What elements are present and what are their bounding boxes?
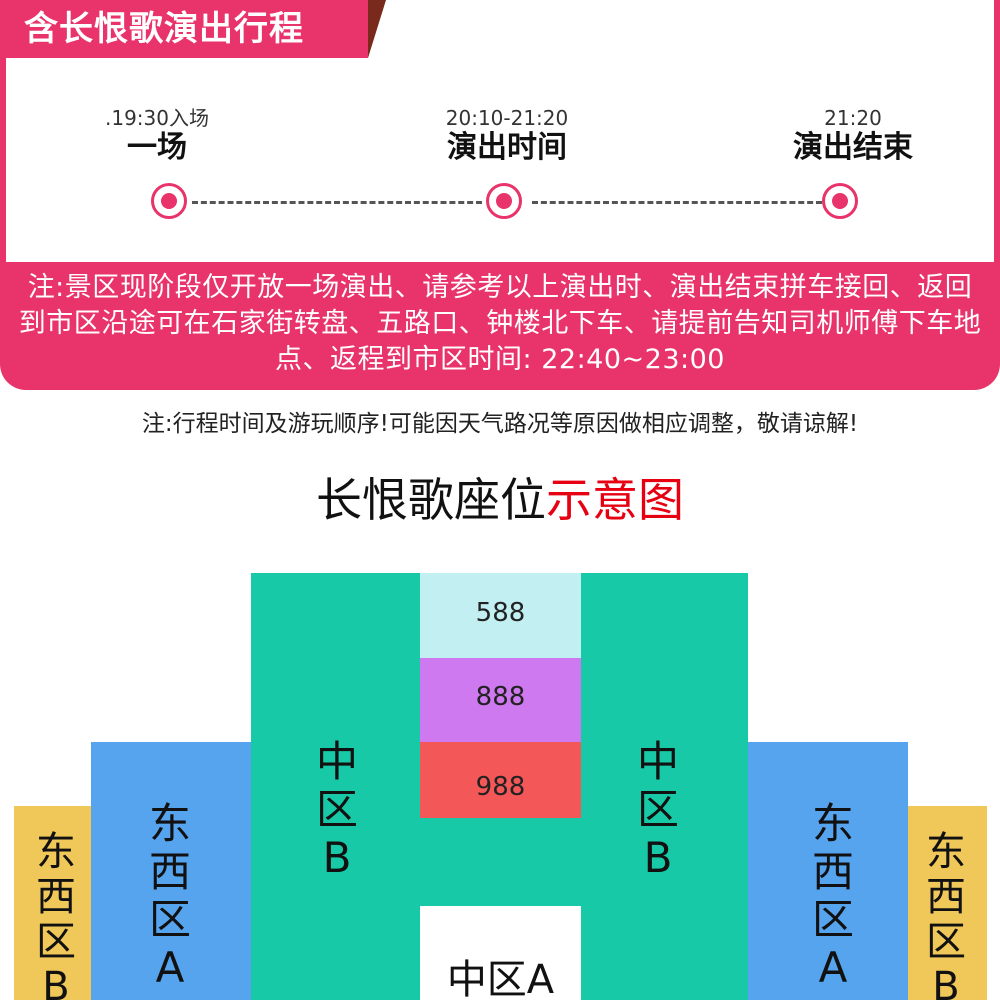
step-time: 20:10-21:20 xyxy=(445,106,569,130)
timeline-dot-icon xyxy=(822,183,858,219)
zone-east-west-a-left xyxy=(91,742,251,1000)
zone-center-a xyxy=(420,906,581,1000)
seat-map-title-main: 长恨歌座位 xyxy=(316,473,546,527)
zone-east-west-a-right xyxy=(748,742,908,1000)
timeline-connector xyxy=(532,201,822,204)
zone-label-center-a: 中区A xyxy=(446,957,555,1000)
seat-map-title-highlight: 示意图 xyxy=(546,473,684,527)
step-name: 一场 xyxy=(127,130,187,165)
price-section-888 xyxy=(420,658,581,742)
timeline-step-1: .19:30入场 一场 xyxy=(37,106,277,166)
seat-map-title: 长恨歌座位示意图 xyxy=(0,470,1000,530)
timeline-step-2: 20:10-21:20 演出时间 xyxy=(387,106,627,166)
pickup-note: 注:景区现阶段仅开放一场演出、请参考以上演出时、演出结束拼车接回、返回到市区沿途… xyxy=(18,272,982,375)
zone-label-east-west-a-left: 东西区A xyxy=(148,799,191,992)
zone-label-east-west-a-right: 东西区A xyxy=(811,799,854,992)
price-section-588 xyxy=(420,573,581,658)
step-time: .19:30入场 xyxy=(105,106,209,130)
step-time: 21:20 xyxy=(824,106,882,130)
zone-label-center-b-left: 中区B xyxy=(315,737,358,882)
price-label-588: 588 xyxy=(475,598,526,628)
schedule-card: 含长恨歌演出行程 .19:30入场 一场 20:10-21:20 演出时间 21… xyxy=(0,0,1000,390)
timeline-step-3: 21:20 演出结束 xyxy=(733,106,973,166)
zone-label-east-west-b-right: 东西区B xyxy=(926,829,966,1000)
price-section-988 xyxy=(420,742,581,818)
schedule-title: 含长恨歌演出行程 xyxy=(6,0,368,58)
timeline-dot-icon xyxy=(151,183,187,219)
timeline-dot-icon xyxy=(486,183,522,219)
schedule-panel: 含长恨歌演出行程 .19:30入场 一场 20:10-21:20 演出时间 21… xyxy=(6,0,994,262)
price-label-988: 988 xyxy=(475,772,526,802)
zone-east-west-b-left xyxy=(14,806,94,1000)
schedule-disclaimer: 注:行程时间及游玩顺序!可能因天气路况等原因做相应调整，敬请谅解! xyxy=(141,411,859,437)
zone-label-east-west-b-left: 东西区B xyxy=(36,829,76,1000)
zone-label-center-b-right: 中区B xyxy=(636,737,679,882)
title-fold-decoration xyxy=(368,0,386,58)
price-label-888: 888 xyxy=(475,682,526,712)
timeline-connector xyxy=(192,201,482,204)
zone-east-west-b-right xyxy=(907,806,987,1000)
step-name: 演出时间 xyxy=(447,130,567,165)
step-name: 演出结束 xyxy=(793,130,913,165)
